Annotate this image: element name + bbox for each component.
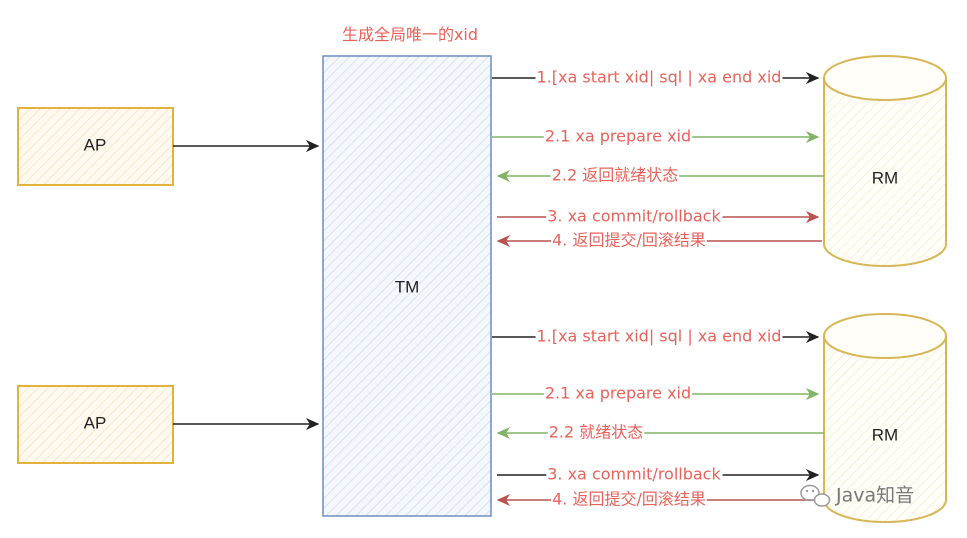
wechat-icon xyxy=(800,484,831,507)
label-background xyxy=(551,490,707,508)
flow-8-label: 2.2 就绪状态 xyxy=(549,423,644,442)
flow-2: 2.1 xa prepare xid xyxy=(492,127,820,146)
flow-5: 4. 返回提交/回滚结果 xyxy=(496,231,822,250)
label-background xyxy=(543,127,693,145)
flow-10: 4. 返回提交/回滚结果 xyxy=(496,490,822,509)
flow-9: 3. xa commit/rollback xyxy=(497,465,820,484)
label-background xyxy=(550,166,680,184)
ap-node-1: AP xyxy=(17,107,174,186)
flow-4: 3. xa commit/rollback xyxy=(497,207,820,226)
flow-1: 1.[xa start xid| sql | xa end xid xyxy=(492,68,820,87)
tm-title: 生成全局唯一的xid xyxy=(342,25,478,44)
tm-label: TM xyxy=(395,277,420,296)
flow-6-label: 1.[xa start xid| sql | xa end xid xyxy=(537,327,782,346)
ap-node-1-label: AP xyxy=(84,135,107,154)
flow-3: 2.2 返回就绪状态 xyxy=(496,166,824,185)
flow-7-label: 2.1 xa prepare xid xyxy=(545,384,691,403)
flow-5-label: 4. 返回提交/回滚结果 xyxy=(552,231,706,250)
rm-node-2: RM xyxy=(823,313,947,523)
rm-node-1: RM xyxy=(823,55,947,267)
label-background xyxy=(547,423,645,441)
ap-node-2: AP xyxy=(17,385,174,464)
flow-3-label: 2.2 返回就绪状态 xyxy=(552,166,679,185)
flow-8: 2.2 就绪状态 xyxy=(496,423,824,442)
label-background xyxy=(546,207,723,225)
label-background xyxy=(546,465,723,483)
rm-node-1-label: RM xyxy=(872,168,898,187)
flow-7: 2.1 xa prepare xid xyxy=(492,384,820,403)
flow-1-label: 1.[xa start xid| sql | xa end xid xyxy=(537,68,782,87)
label-background xyxy=(551,231,707,249)
flow-10-label: 4. 返回提交/回滚结果 xyxy=(552,490,706,509)
flow-6: 1.[xa start xid| sql | xa end xid xyxy=(492,327,820,346)
flow-9-label: 3. xa commit/rollback xyxy=(547,465,721,484)
rm-node-2-label: RM xyxy=(872,425,898,444)
label-background xyxy=(535,68,783,86)
watermark: Java知音 xyxy=(800,484,914,507)
label-background xyxy=(535,327,783,345)
ap-node-2-label: AP xyxy=(84,413,107,432)
flow-2-label: 2.1 xa prepare xid xyxy=(545,127,691,146)
watermark-text: Java知音 xyxy=(835,485,914,507)
flow-4-label: 3. xa commit/rollback xyxy=(547,207,721,226)
tm-node: TM xyxy=(322,55,492,517)
label-background xyxy=(543,384,693,402)
